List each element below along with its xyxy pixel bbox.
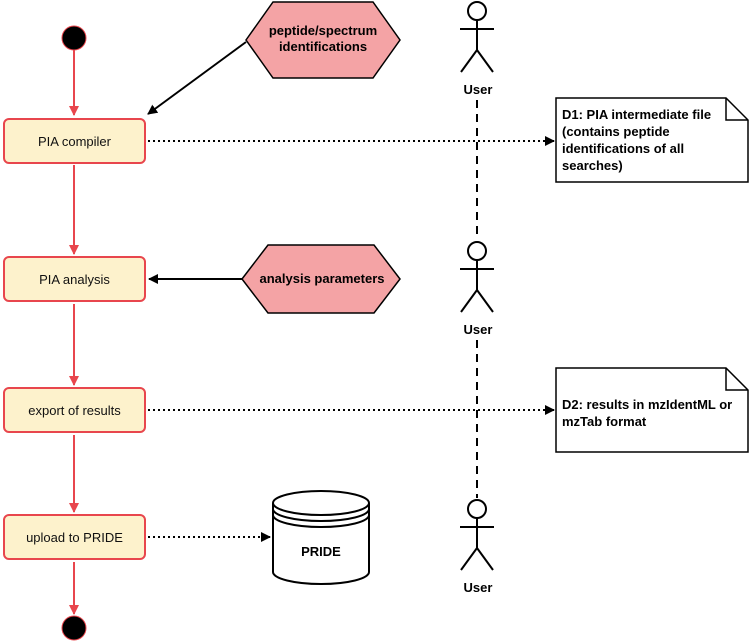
arrow-identifications-to-compiler [147, 41, 247, 115]
pride-database-label: PRIDE [301, 544, 341, 559]
end-node [61, 615, 87, 641]
d1-note-text: D1: PIA intermediate file (contains pept… [562, 107, 712, 173]
step-pia-compiler: PIA compiler [3, 118, 146, 164]
pride-database-icon [272, 490, 370, 585]
actor-user-label-2: User [463, 322, 493, 337]
actor-user-label-1: User [463, 82, 493, 97]
identifications-label: peptide/spectrum identifications [268, 23, 378, 54]
step-pia-compiler-label: PIA compiler [38, 133, 111, 149]
step-pia-analysis-label: PIA analysis [39, 271, 110, 287]
step-upload-pride-label: upload to PRIDE [26, 529, 123, 545]
actor-user-label-3: User [463, 580, 493, 595]
step-export-results: export of results [3, 387, 146, 433]
actor-user-icon-3 [460, 499, 494, 571]
step-pia-analysis: PIA analysis [3, 256, 146, 302]
d2-note-text: D2: results in mzIdentML or mzTab format [562, 397, 733, 429]
step-export-results-label: export of results [28, 402, 121, 418]
actor-user-icon-2 [460, 241, 494, 313]
parameters-hexagon [241, 244, 401, 314]
identifications-hexagon [245, 1, 401, 79]
actor-user-icon-1 [460, 1, 494, 73]
d2-note-fold [725, 368, 748, 391]
parameters-label: analysis parameters [259, 271, 385, 286]
d1-note-fold [725, 98, 748, 121]
d2-note-shape [555, 367, 749, 453]
d1-note-shape [555, 97, 749, 183]
step-upload-pride: upload to PRIDE [3, 514, 146, 560]
